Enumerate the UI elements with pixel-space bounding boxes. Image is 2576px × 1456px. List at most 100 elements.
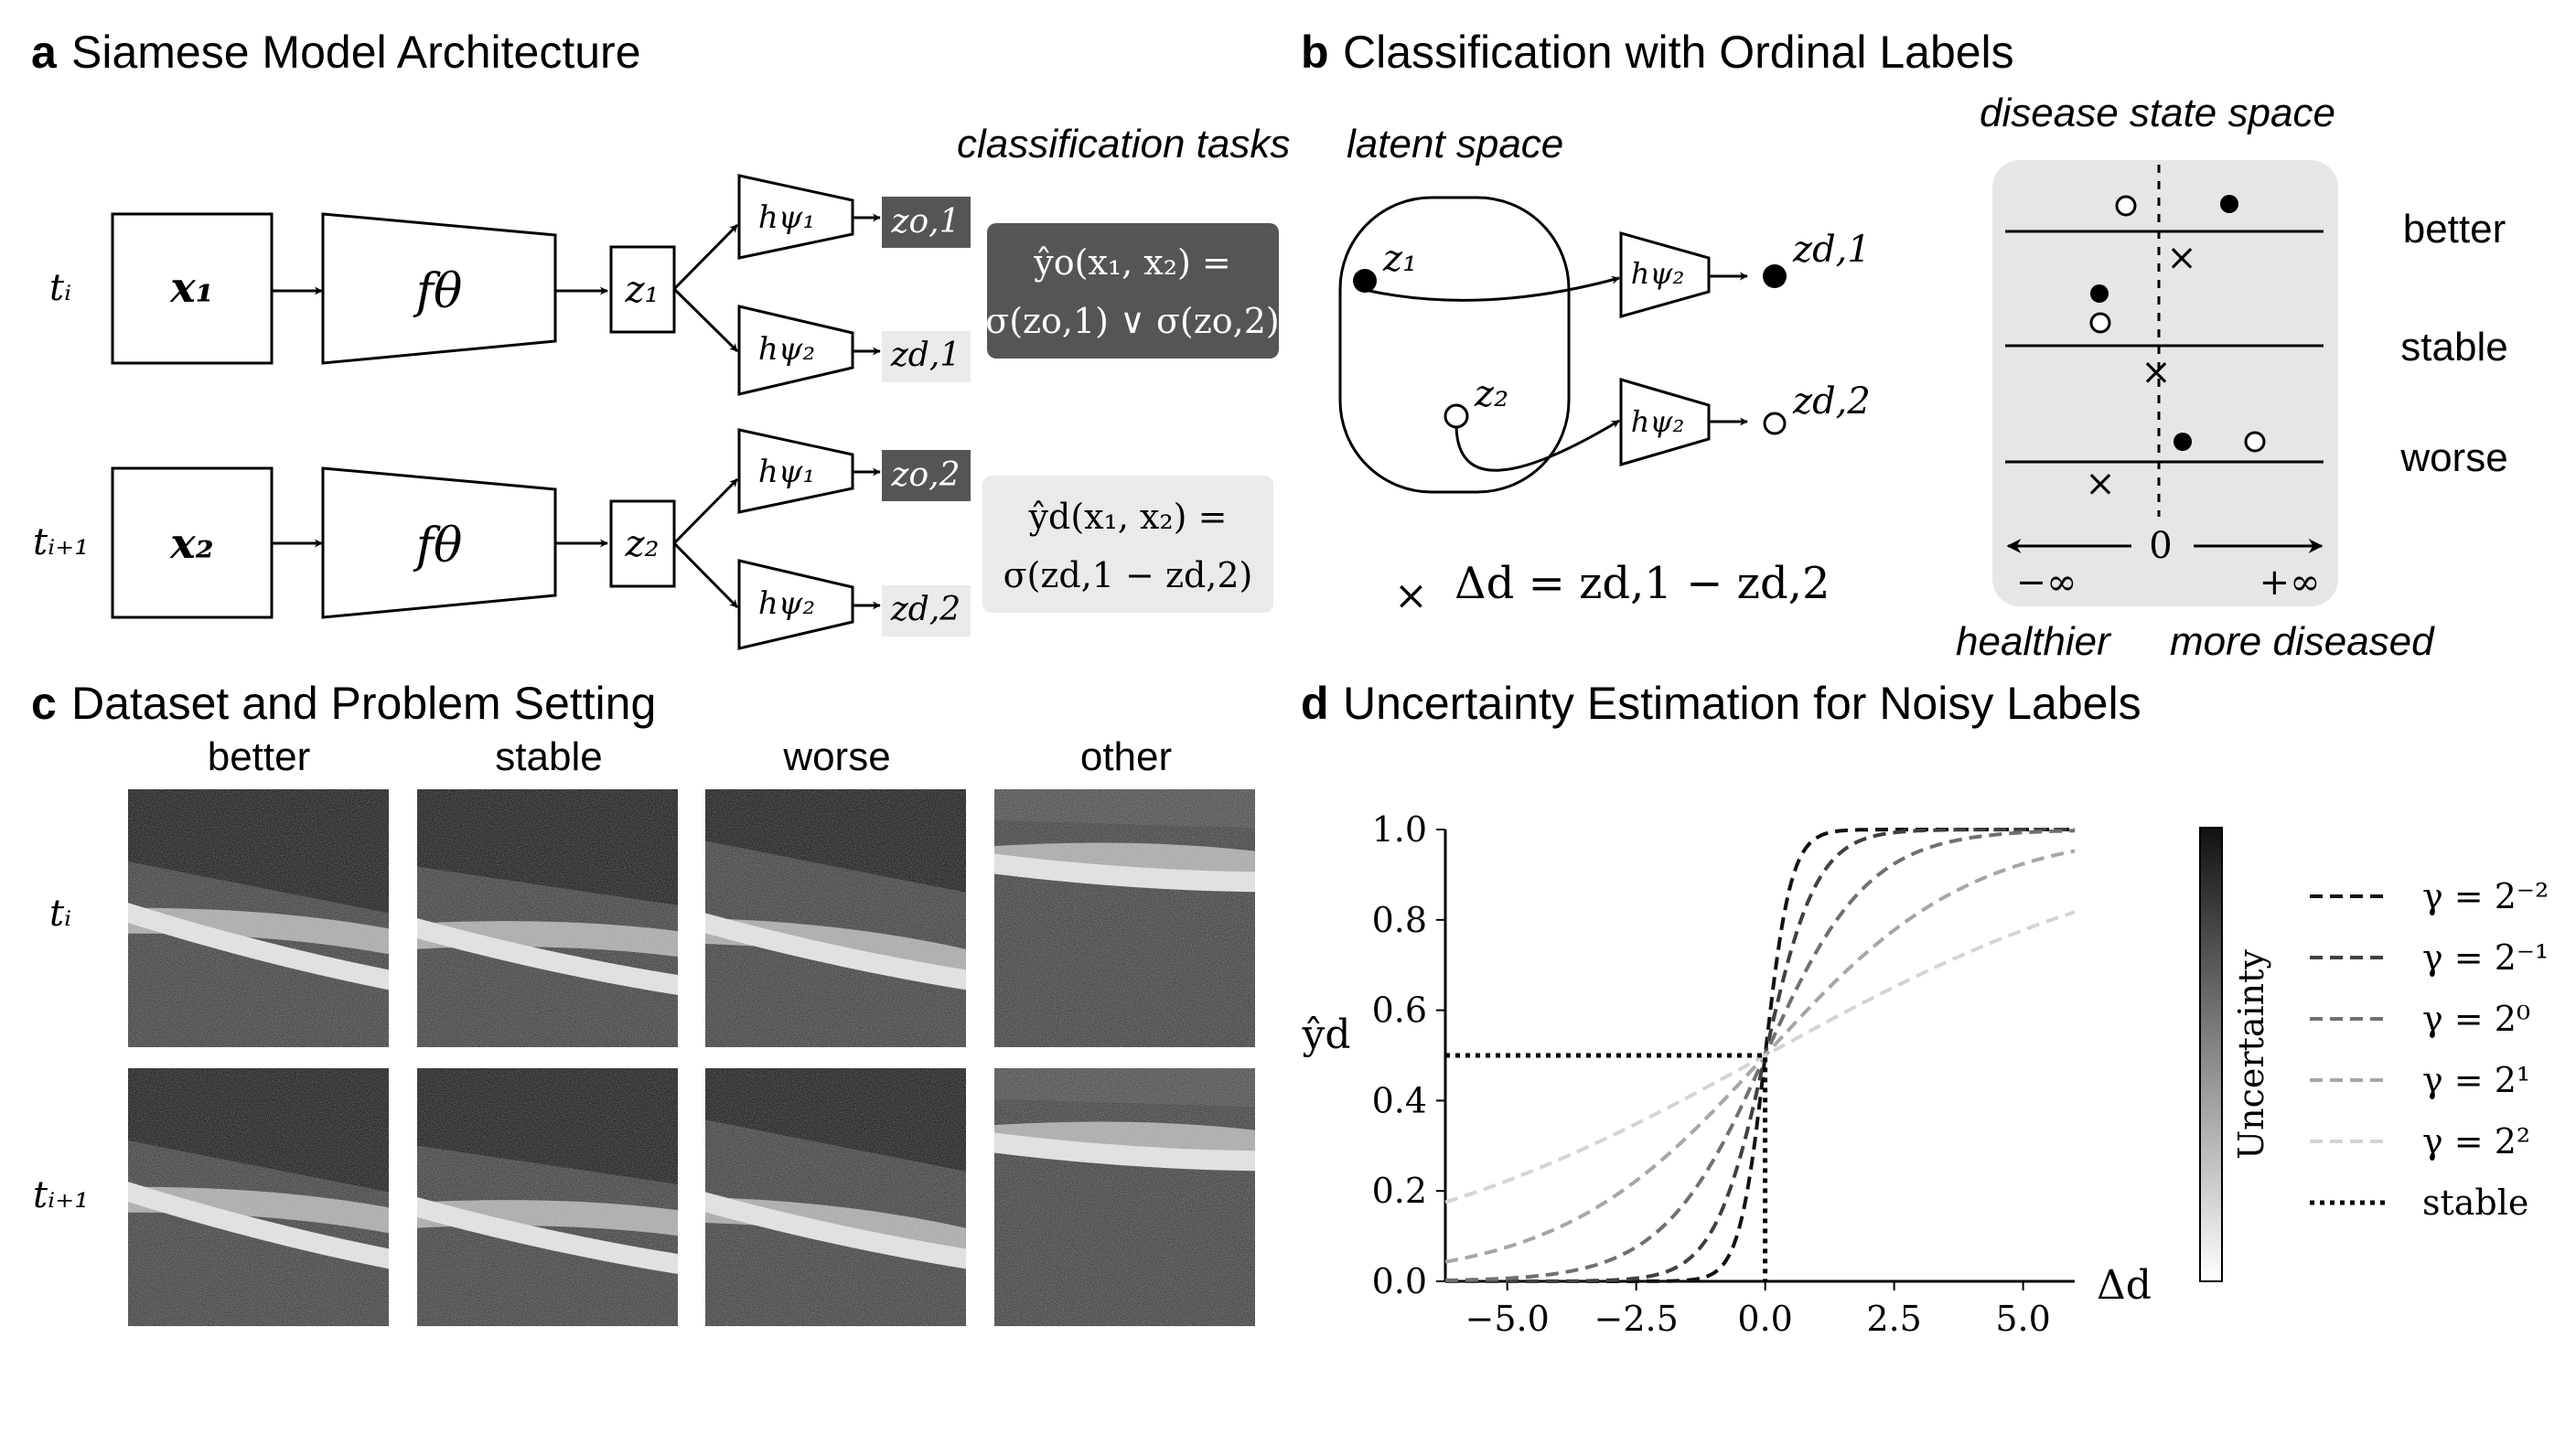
state-filled-point [2090,284,2109,303]
output-zo1-label: zo,1 [891,203,961,241]
colorbar-label: Uncertainty [2231,949,2271,1160]
head-psi1-row2 [737,428,854,514]
legend-label: γ = 2¹ [2422,1060,2530,1100]
head-psi2-b1-label: hψ₂ [1631,256,1685,291]
state-label-stable: stable [2400,325,2507,369]
head-psi1-label: hψ₁ [758,199,815,236]
task-o-line1: ŷo(x₁, x₂) = [1033,242,1230,283]
encoder-label-1: fθ [413,264,463,319]
x-tick-label: −5.0 [1465,1299,1550,1339]
x-tick-label: 0.0 [1737,1299,1792,1339]
arrow [672,477,739,545]
x-tick-label: 5.0 [1995,1299,2050,1339]
axis-left-label: −∞ [2016,562,2077,604]
y-tick-label: 0.2 [1372,1171,1427,1211]
arrow [672,541,739,609]
legend-label: γ = 2⁰ [2422,999,2530,1039]
task-d-line2: σ(zd,1 − zd,2) [1004,555,1253,595]
head-psi2-row1 [737,305,854,396]
state-delta-marker: × [2166,237,2197,279]
state-filled-point [2220,195,2238,213]
time-label-ti1: tᵢ₊₁ [33,521,89,563]
axis-zero-label: 0 [2149,525,2172,567]
series-line [1445,828,2075,1283]
panel-a: a Siamese Model Architecture classificat… [31,27,1290,650]
uncertainty-colorbar [2199,827,2223,1282]
arrow [672,287,739,353]
series-line [1444,910,2076,1204]
output-zo2-label: zo,2 [891,456,961,494]
legend-label: γ = 2² [2422,1121,2530,1162]
z2-label: z₂ [1474,373,1508,415]
oct-scan-image [994,789,1255,1047]
panel-d-title: Uncertainty Estimation for Noisy Labels [1343,678,2141,729]
time-label-ti: tᵢ [49,267,71,309]
latent-space-blob [1338,196,1571,494]
stable-reference-line [1445,1053,1768,1281]
latent-space-label: latent space [1347,122,1563,166]
panel-c: c Dataset and Problem Setting better sta… [31,678,1255,1326]
panel-c-title: Dataset and Problem Setting [71,678,656,729]
head-psi2-b2-label: hψ₂ [1631,404,1685,439]
column-label-worse: worse [782,734,890,779]
head-psi1-row1 [737,174,854,260]
panel-a-title: Siamese Model Architecture [71,27,641,78]
input-x1-label: x₁ [169,262,214,312]
task-d-line1: ŷd(x₁, x₂) = [1028,497,1228,537]
state-filled-point [2174,433,2192,451]
column-label-other: other [1080,734,1172,779]
head-psi2-label: hψ₂ [758,585,815,622]
panel-b: b Classification with Ordinal Labels lat… [1301,27,2508,664]
point-zd2 [1763,412,1787,435]
encoder-trapezoid-1 [321,212,557,365]
x-tick-label: −2.5 [1594,1299,1679,1339]
task-o-line2: σ(zo,1) ∨ σ(zo,2) [985,301,1279,341]
state-open-point [2089,312,2111,334]
y-tick-label: 0.0 [1372,1261,1427,1301]
delta-marker: × [1394,573,1428,619]
panel-c-letter: c [31,678,57,729]
encoder-trapezoid-2 [321,466,557,619]
input-x2-label: x₂ [169,519,214,568]
head-psi2-label: hψ₂ [758,331,815,368]
classification-tasks-label: classification tasks [957,122,1290,166]
output-zd2-label: zd,2 [890,591,961,628]
zd1-label: zd,1 [1792,229,1871,271]
input-box-x1 [111,212,274,365]
panel-d-letter: d [1301,678,1329,729]
series-line [1444,849,2076,1264]
row-label-ti: tᵢ [49,893,71,935]
panel-a-letter: a [31,27,58,78]
oct-scan-image [705,789,966,1047]
zd2-label: zd,2 [1792,380,1871,423]
arrow [672,223,739,291]
state-delta-marker: × [2085,463,2116,505]
state-label-worse: worse [2399,435,2507,480]
x-axis-label: Δd [2097,1262,2152,1309]
input-box-x2 [111,466,274,619]
y-tick-label: 1.0 [1372,809,1427,850]
encoder-label-2: fθ [413,519,463,573]
output-box-zd2 [882,585,971,637]
more-diseased-label: more diseased [2170,619,2435,664]
y-tick-label: 0.4 [1372,1080,1427,1120]
latent-z2-label: z₂ [624,523,659,565]
head-psi2-b1 [1619,231,1711,318]
latent-box-z2 [609,499,676,588]
panel-d: d Uncertainty Estimation for Noisy Label… [1301,678,2549,1339]
y-tick-label: 0.6 [1372,990,1427,1031]
oct-scan-image [705,1068,966,1326]
curve-z2-arrow [1454,419,1620,472]
state-open-point [2115,195,2137,217]
oct-scan-image [417,1068,678,1326]
oct-scan-image [128,789,389,1047]
delta-equation: Δd = zd,1 − zd,2 [1454,558,1830,609]
axis-right-label: +∞ [2259,562,2321,604]
output-box-zd1 [882,331,971,382]
state-space-bg [1992,160,2338,606]
state-label-better: better [2403,207,2506,252]
disease-state-label: disease state space [1980,91,2335,135]
oct-image-grid [128,789,1255,1326]
